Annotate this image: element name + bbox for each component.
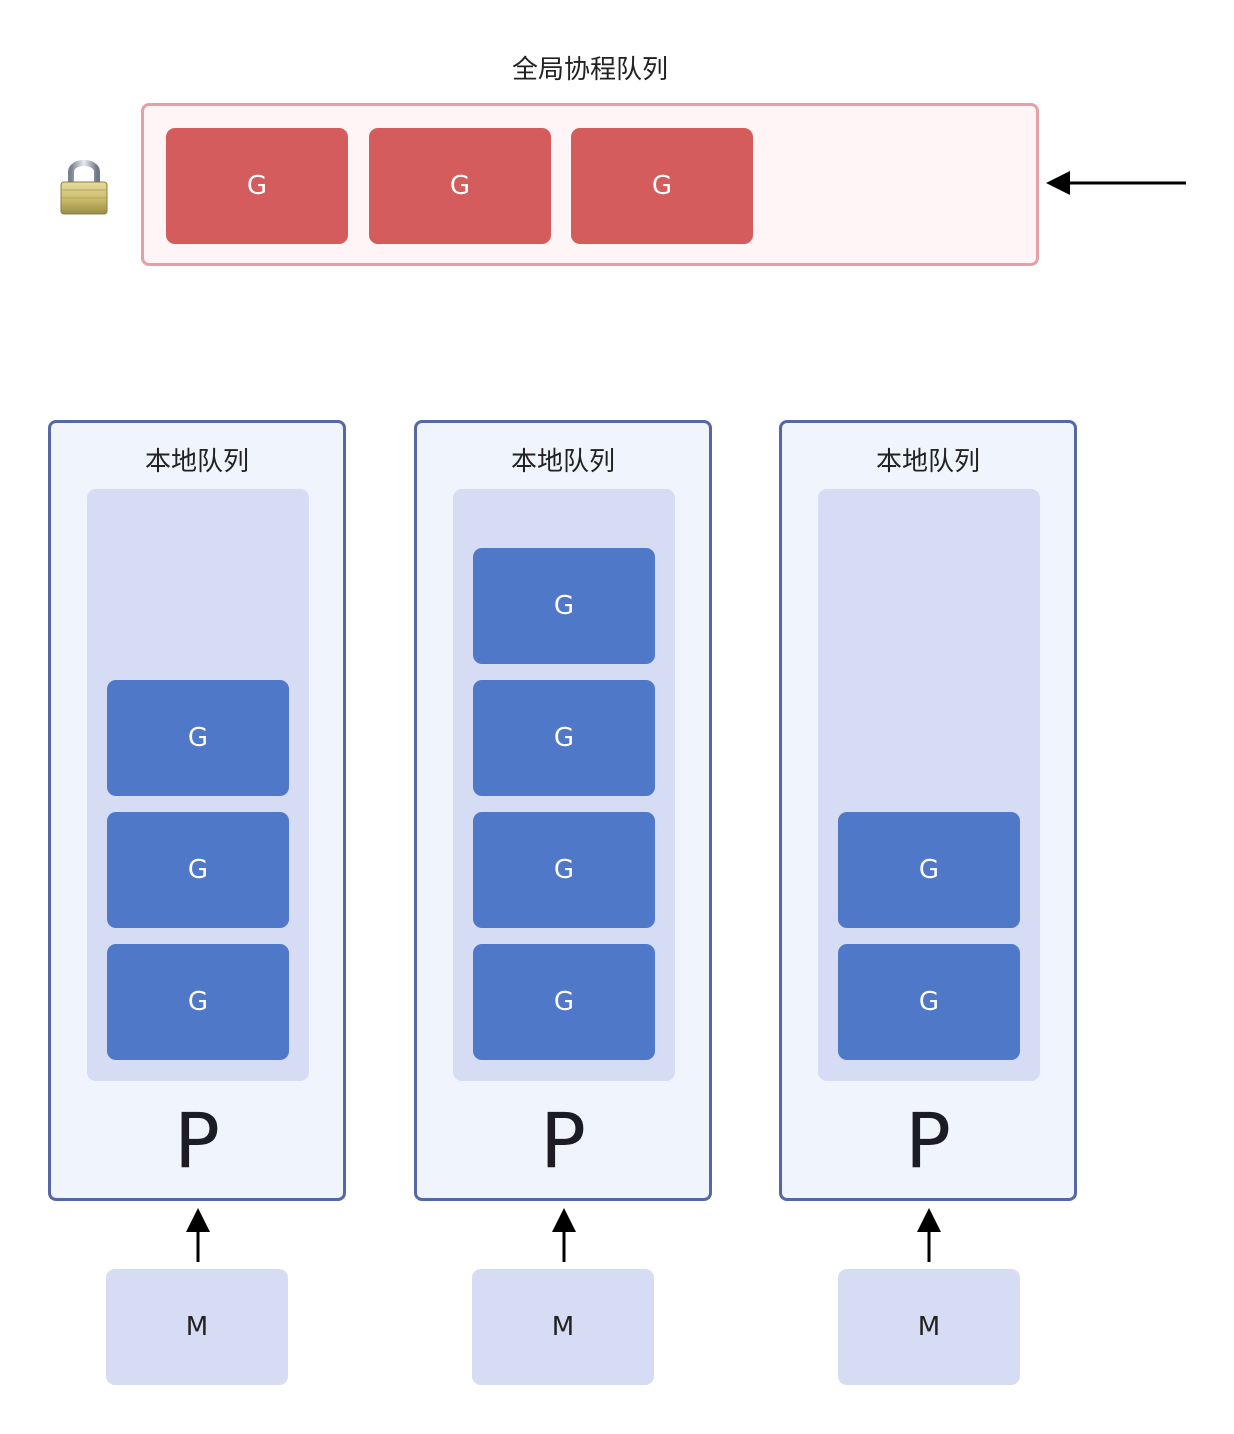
local-queue: G G G — [87, 489, 309, 1081]
local-goroutine: G — [838, 944, 1020, 1060]
processor-label: P — [905, 1096, 951, 1185]
local-queue-title: 本地队列 — [510, 447, 615, 477]
local-goroutine: G — [107, 680, 289, 796]
global-goroutine: G — [369, 128, 551, 244]
global-queue-title: 全局协程队列 — [511, 55, 668, 85]
processor-3: 本地队列 G G P — [779, 420, 1077, 1201]
machine-1: M — [106, 1269, 288, 1385]
local-queue-title: 本地队列 — [144, 447, 249, 477]
local-goroutine: G — [107, 944, 289, 1060]
global-queue: G G G — [141, 103, 1039, 266]
processor-2: 本地队列 G G G G P — [414, 420, 712, 1201]
machine-3: M — [838, 1269, 1020, 1385]
arrow-left-icon — [1046, 171, 1186, 195]
processor-1: 本地队列 G G G P — [48, 420, 346, 1201]
machine-2: M — [472, 1269, 654, 1385]
local-queue: G G G G — [453, 489, 675, 1081]
lock-icon — [60, 160, 108, 215]
arrow-up-icon — [917, 1208, 941, 1262]
arrow-up-icon — [552, 1208, 576, 1262]
global-goroutine: G — [571, 128, 753, 244]
processor-label: P — [540, 1096, 586, 1185]
arrow-up-icon — [186, 1208, 210, 1262]
local-goroutine: G — [838, 812, 1020, 928]
local-queue-title: 本地队列 — [875, 447, 980, 477]
local-goroutine: G — [473, 548, 655, 664]
local-goroutine: G — [473, 812, 655, 928]
local-goroutine: G — [473, 680, 655, 796]
local-goroutine: G — [473, 944, 655, 1060]
global-goroutine: G — [166, 128, 348, 244]
local-goroutine: G — [107, 812, 289, 928]
processor-label: P — [174, 1096, 220, 1185]
local-queue: G G — [818, 489, 1040, 1081]
